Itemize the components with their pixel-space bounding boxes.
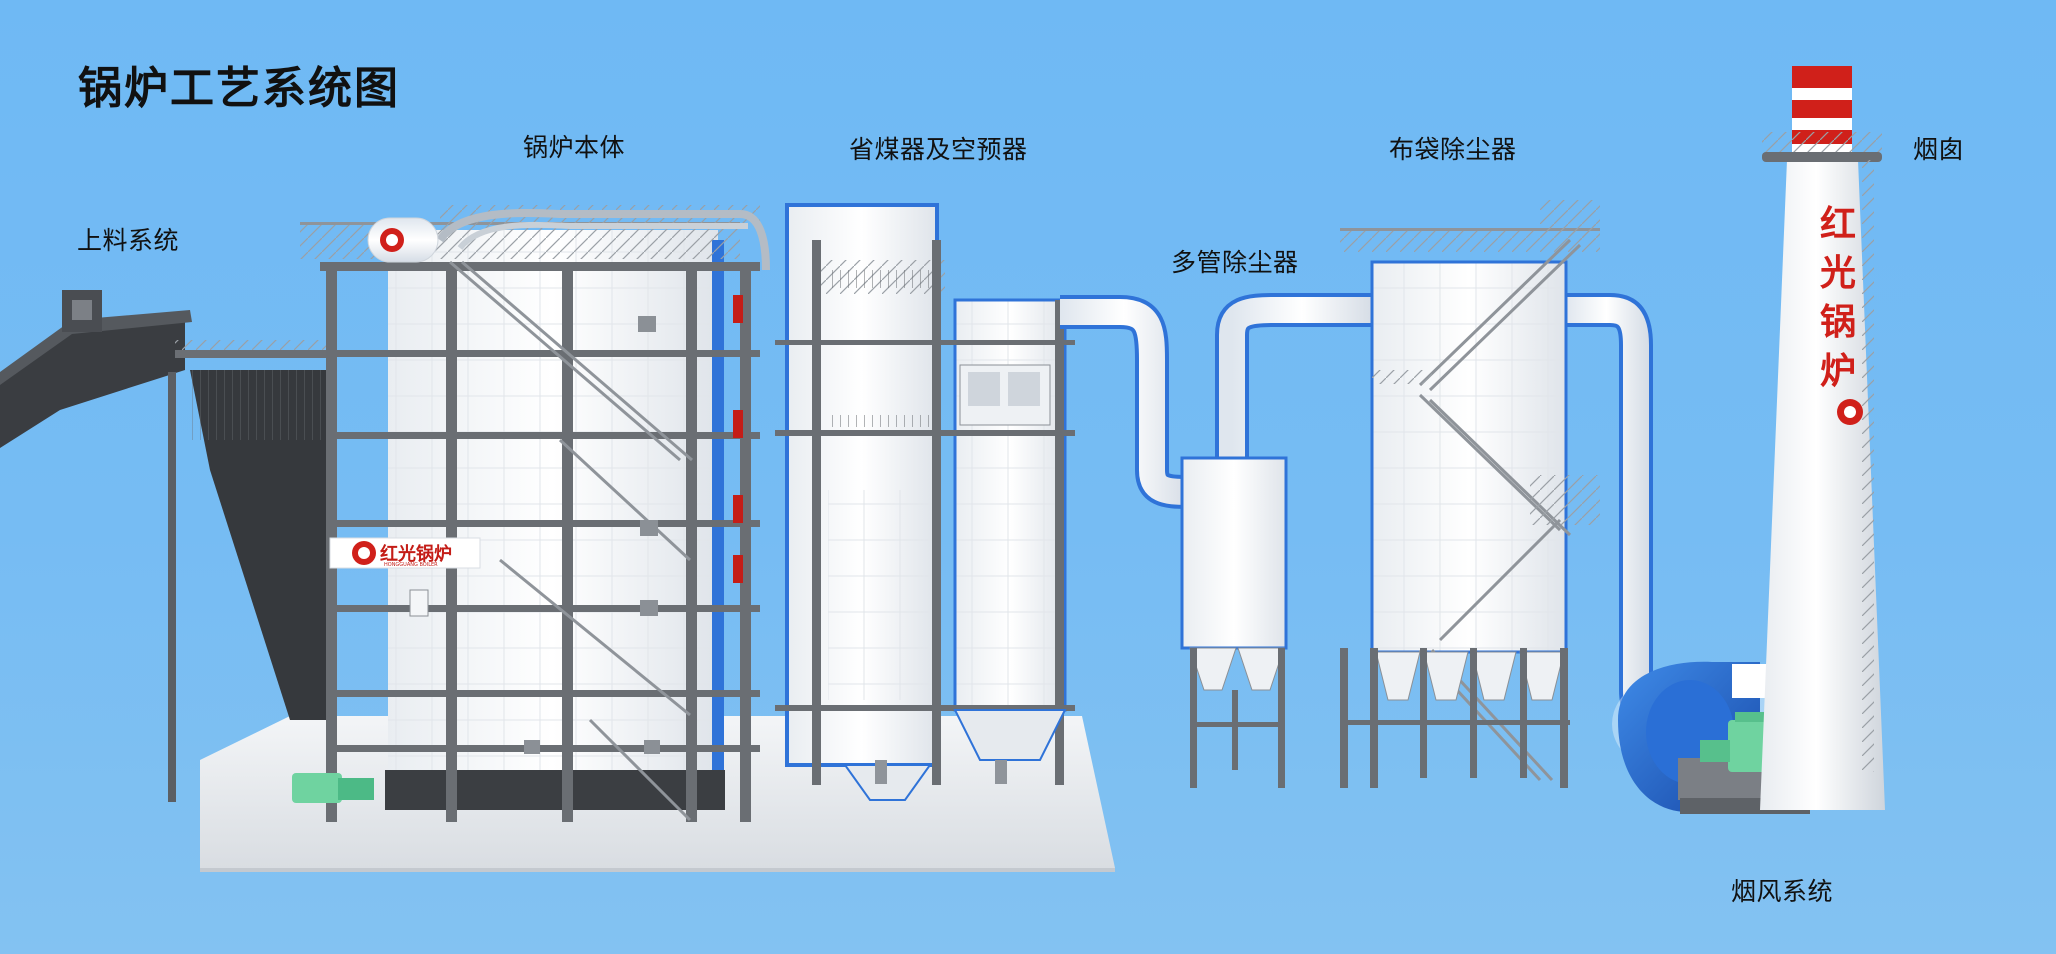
chimney-logo [1837,399,1863,425]
economizer-preheater [775,203,1075,801]
boiler-body: 红光锅炉 HONGGUANG BOILER [292,205,770,822]
feeding-system [0,290,335,802]
label-flue-gas-system: 烟风系统 [1731,877,1834,906]
label-economizer-preheater: 省煤器及空预器 [849,135,1028,164]
chimney-char-2: 光 [1820,253,1856,294]
bag-filter [1340,200,1600,788]
label-feeding-system: 上料系统 [77,226,180,255]
brand-sign-english: HONGGUANG BOILER [384,562,438,568]
label-bag-filter: 布袋除尘器 [1389,135,1517,164]
chimney-char-4: 炉 [1820,351,1856,392]
chimney-char-1: 红 [1820,204,1856,245]
label-multi-tube-collector: 多管除尘器 [1171,248,1299,277]
brand-sign: 红光锅炉 HONGGUANG BOILER [329,537,481,569]
multi-tube-collector [1180,456,1288,788]
chimney-char-3: 锅 [1820,302,1856,343]
label-chimney: 烟囱 [1913,135,1965,164]
boiler-drum [367,217,439,263]
chimney: 红 光 锅 炉 [1760,66,1885,810]
feed-pump [292,773,374,803]
label-boiler-body: 锅炉本体 [523,133,626,162]
flue-ducts [1060,293,1656,731]
page-title: 锅炉工艺系统图 [78,63,400,114]
brand-sign-name: 红光锅炉 [380,543,452,565]
